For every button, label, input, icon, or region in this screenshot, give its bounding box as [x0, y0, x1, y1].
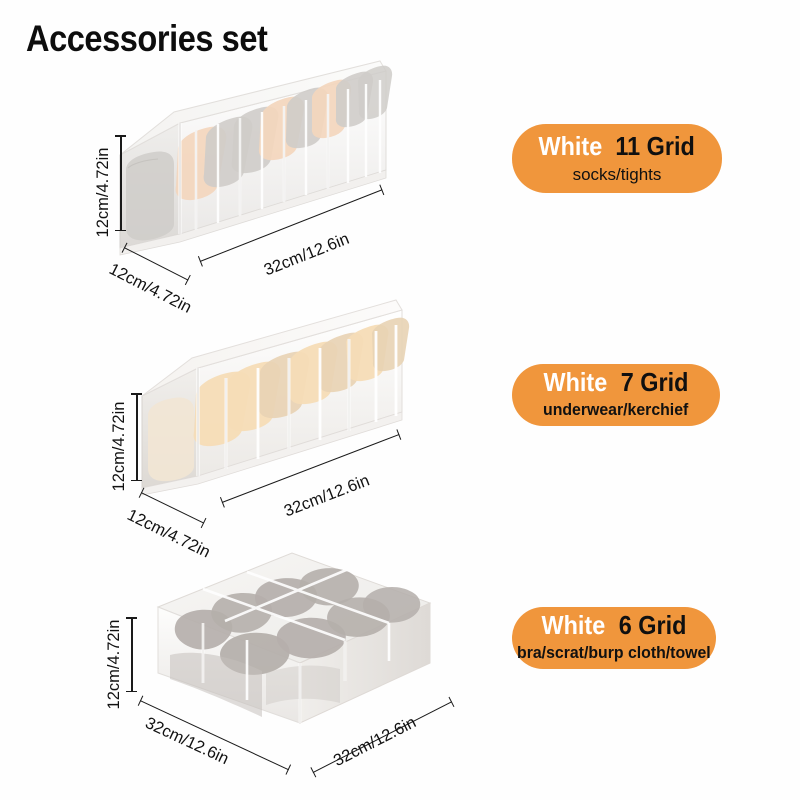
dimension-rule-height-1: [116, 135, 125, 231]
badge-6-grid[interactable]: White 6 Grid bra/scrat/burp cloth/towel: [512, 607, 716, 669]
badge-grid-label-3: 6 Grid: [618, 610, 687, 641]
dimension-label-height-2: 12cm/4.72in: [110, 401, 128, 492]
badge-subtitle-1: socks/tights: [572, 164, 662, 184]
product-image-6-grid: [140, 545, 445, 760]
badge-color-label-2: White: [543, 367, 608, 398]
organizer-7-grid-illustration: [141, 299, 410, 496]
organizer-11-grid-illustration: [119, 60, 393, 256]
dimension-label-height-1: 12cm/4.72in: [94, 147, 112, 238]
badge-title-row-1: White 11 Grid: [535, 133, 700, 159]
dimension-rule-height-2: [132, 393, 141, 481]
badge-title-row-3: White 6 Grid: [538, 612, 690, 638]
organizer-6-grid-illustration: [156, 552, 432, 724]
badge-subtitle-2: underwear/kerchief: [543, 401, 689, 420]
badge-grid-label-2: 7 Grid: [620, 367, 689, 398]
badge-7-grid[interactable]: White 7 Grid underwear/kerchief: [512, 364, 720, 426]
page-title: Accessories set: [26, 18, 268, 59]
product-image-7-grid: [140, 290, 435, 515]
badge-11-grid[interactable]: White 11 Grid socks/tights: [512, 124, 722, 193]
badge-subtitle-3: bra/scrat/burp cloth/towel: [517, 644, 711, 663]
dimension-label-height-3: 12cm/4.72in: [105, 619, 123, 710]
badge-color-label-3: White: [541, 610, 606, 641]
badge-title-row-2: White 7 Grid: [540, 369, 692, 395]
badge-color-label-1: White: [538, 130, 602, 161]
product-image-11-grid: [118, 52, 418, 287]
dimension-rule-height-3: [127, 617, 136, 692]
badge-grid-label-1: 11 Grid: [615, 130, 696, 161]
